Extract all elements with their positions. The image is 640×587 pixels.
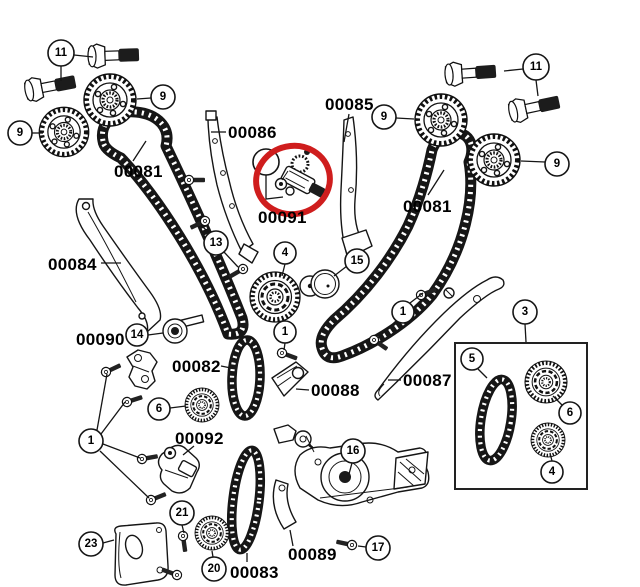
leader-lines xyxy=(32,54,563,562)
svg-text:23: 23 xyxy=(85,538,98,550)
secondary-chain-00082 xyxy=(227,335,265,421)
svg-text:6: 6 xyxy=(567,407,573,419)
washer-bolt-14-part xyxy=(162,314,205,344)
kit-gear-lower xyxy=(529,421,567,459)
svg-text:17: 17 xyxy=(372,542,385,554)
svg-text:16: 16 xyxy=(347,445,360,457)
svg-text:21: 21 xyxy=(176,507,189,519)
red-highlight-ellipse xyxy=(253,142,333,218)
callout-9-left-inner: 9 xyxy=(150,84,176,110)
callout-20: 20 xyxy=(201,556,227,582)
label-00091: 00091 xyxy=(258,208,307,227)
bracket-00090-part xyxy=(126,349,158,390)
callout-1-arm: 1 xyxy=(391,300,415,324)
label-00090: 00090 xyxy=(76,330,125,349)
cam-bolt-left-a xyxy=(86,41,141,70)
stud-21-part xyxy=(177,530,191,554)
svg-text:9: 9 xyxy=(554,158,560,170)
label-00082: 00082 xyxy=(172,357,221,376)
svg-text:4: 4 xyxy=(549,466,556,478)
callout-1-center: 1 xyxy=(273,320,297,344)
callout-11-left: 11 xyxy=(47,39,75,67)
callout-17: 17 xyxy=(365,535,391,561)
tensioner-00091-part xyxy=(274,149,326,198)
svg-text:9: 9 xyxy=(381,111,387,123)
chain-guide-00088-part xyxy=(271,361,309,397)
callout-6-left: 6 xyxy=(147,397,171,421)
cam-bolt-right-b xyxy=(506,89,563,125)
kit-gear-upper xyxy=(523,359,569,405)
label-00081-left: 00081 xyxy=(114,162,163,181)
cam-phaser-gear-right-outer xyxy=(468,134,520,186)
svg-text:11: 11 xyxy=(55,47,68,59)
screw-13-b xyxy=(226,262,250,282)
small-sprocket-20 xyxy=(193,514,231,552)
label-00092: 00092 xyxy=(175,429,224,448)
label-00087: 00087 xyxy=(403,371,452,390)
screw-1-left-b xyxy=(120,392,145,409)
label-00083: 00083 xyxy=(230,563,279,582)
callout-1-left: 1 xyxy=(78,428,104,454)
svg-text:9: 9 xyxy=(160,91,166,103)
svg-text:3: 3 xyxy=(522,306,528,318)
callout-4-kit: 4 xyxy=(540,460,564,484)
callout-23: 23 xyxy=(78,531,104,557)
callout-3-kit: 3 xyxy=(512,299,538,325)
svg-text:6: 6 xyxy=(156,403,162,415)
callout-14: 14 xyxy=(125,323,149,347)
chain-guide-00086 xyxy=(205,110,259,264)
label-00084: 00084 xyxy=(48,255,97,274)
cam-phaser-gear-left-outer xyxy=(39,107,88,156)
svg-text:1: 1 xyxy=(400,306,407,318)
svg-text:1: 1 xyxy=(88,435,95,447)
svg-text:15: 15 xyxy=(351,255,364,267)
label-00089: 00089 xyxy=(288,545,337,564)
svg-text:11: 11 xyxy=(530,61,543,73)
callout-15: 15 xyxy=(344,248,370,274)
svg-text:5: 5 xyxy=(469,353,476,365)
cam-phaser-gear-left-inner xyxy=(84,74,136,126)
callout-9-right-inner: 9 xyxy=(371,104,397,130)
chain-guide-00084 xyxy=(75,198,162,333)
idler-roller xyxy=(299,269,340,299)
svg-text:1: 1 xyxy=(282,326,289,338)
screw-upper-center xyxy=(183,174,206,186)
cam-bolt-right-a xyxy=(443,58,498,88)
callout-6-kit: 6 xyxy=(558,401,582,425)
screw-17-part xyxy=(334,536,359,552)
svg-text:13: 13 xyxy=(210,237,223,249)
callout-13: 13 xyxy=(203,230,229,256)
svg-text:4: 4 xyxy=(282,247,289,259)
label-00081-right: 00081 xyxy=(403,197,452,216)
oil-pump-chain-00083 xyxy=(226,445,266,555)
screw-1-center xyxy=(275,346,300,364)
callout-11-right: 11 xyxy=(522,53,550,81)
label-00088: 00088 xyxy=(311,381,360,400)
callout-5-kit: 5 xyxy=(460,347,484,371)
timing-chain-right xyxy=(315,127,478,364)
label-00085: 00085 xyxy=(325,95,374,114)
crank-sprocket xyxy=(250,272,300,322)
arm-00087-part xyxy=(374,276,505,401)
callout-9-left-outer: 9 xyxy=(7,120,33,146)
chain-guide-00089 xyxy=(272,479,297,547)
cam-phaser-gear-right-inner xyxy=(415,94,467,146)
tensioner-00092-part xyxy=(157,444,200,494)
timing-chain-left xyxy=(96,106,249,340)
label-00086: 00086 xyxy=(228,123,277,142)
svg-text:20: 20 xyxy=(208,563,221,575)
callout-16: 16 xyxy=(340,438,366,464)
callout-4-crank: 4 xyxy=(273,241,297,265)
callout-9-right-outer: 9 xyxy=(544,151,570,177)
screw-1-left-a xyxy=(99,360,124,379)
cam-bolt-left-b xyxy=(22,69,79,104)
callout-21: 21 xyxy=(169,500,195,526)
oil-pump-drive-gear xyxy=(183,386,221,424)
svg-text:9: 9 xyxy=(17,127,23,139)
cover-23-part xyxy=(114,522,169,586)
svg-text:14: 14 xyxy=(131,329,144,341)
